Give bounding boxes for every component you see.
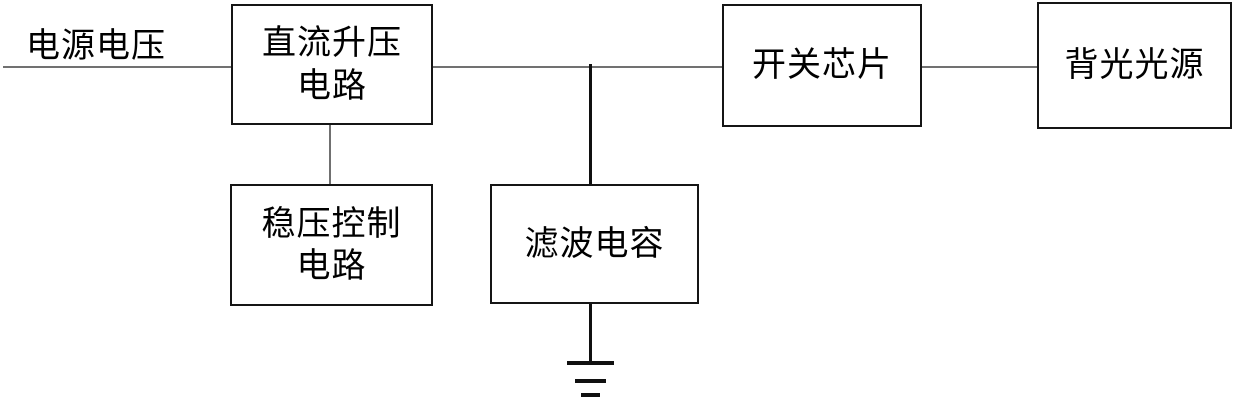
supply-voltage-label: 电源电压 (26, 26, 166, 66)
ground-bar-top (567, 361, 614, 365)
block-backlight-source[interactable]: 背光光源 (1037, 2, 1232, 129)
ground-bar-middle (575, 379, 606, 383)
block-dc-boost-circuit[interactable]: 直流升压 电路 (231, 4, 433, 125)
wire-bus-to-capacitor (589, 64, 592, 187)
wire-capacitor-to-ground (589, 301, 592, 363)
wire-supply-input (3, 66, 233, 68)
block-filter-capacitor[interactable]: 滤波电容 (490, 184, 699, 304)
wire-boost-to-switch-bus (430, 66, 724, 68)
ground-bar-bottom (581, 393, 600, 397)
wire-switch-to-backlight (919, 66, 1039, 68)
block-switch-chip[interactable]: 开关芯片 (722, 4, 922, 127)
block-voltage-regulation-control-circuit[interactable]: 稳压控制 电路 (230, 184, 433, 306)
wire-boost-to-regulator (329, 122, 331, 186)
